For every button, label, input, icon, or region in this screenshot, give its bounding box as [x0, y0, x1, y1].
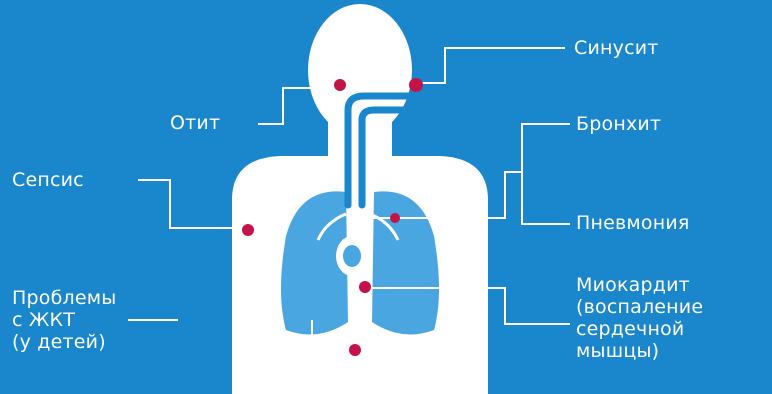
label-myocarditis-line-1: Миокардит: [576, 274, 703, 296]
marker-pneumonia: [390, 213, 400, 223]
marker-otitis: [334, 79, 346, 91]
label-otitis: Отит: [170, 112, 220, 134]
label-sepsis: Сепсис: [12, 169, 84, 191]
label-myocarditis-line-2: (воспаление: [576, 296, 703, 318]
marker-myocarditis: [359, 281, 371, 293]
label-myocarditis: Миокардит (воспаление сердечной мышцы): [576, 274, 703, 362]
label-pneumonia: Пневмония: [576, 212, 690, 234]
label-myocarditis-line-3: сердечной: [576, 318, 703, 340]
label-gi-line-1: Проблемы: [12, 287, 116, 309]
marker-sepsis: [242, 224, 254, 236]
marker-gi: [349, 344, 361, 356]
heart: [336, 236, 368, 276]
label-sinusitis: Синусит: [574, 37, 659, 59]
label-gi-line-2: с ЖКТ: [12, 309, 116, 331]
marker-sinusitis: [409, 78, 423, 92]
label-myocarditis-line-4: мышцы): [576, 340, 703, 362]
label-gi-line-3: (у детей): [12, 331, 116, 353]
label-bronchitis: Бронхит: [576, 113, 661, 135]
label-gi-problems: Проблемы с ЖКТ (у детей): [12, 287, 116, 353]
